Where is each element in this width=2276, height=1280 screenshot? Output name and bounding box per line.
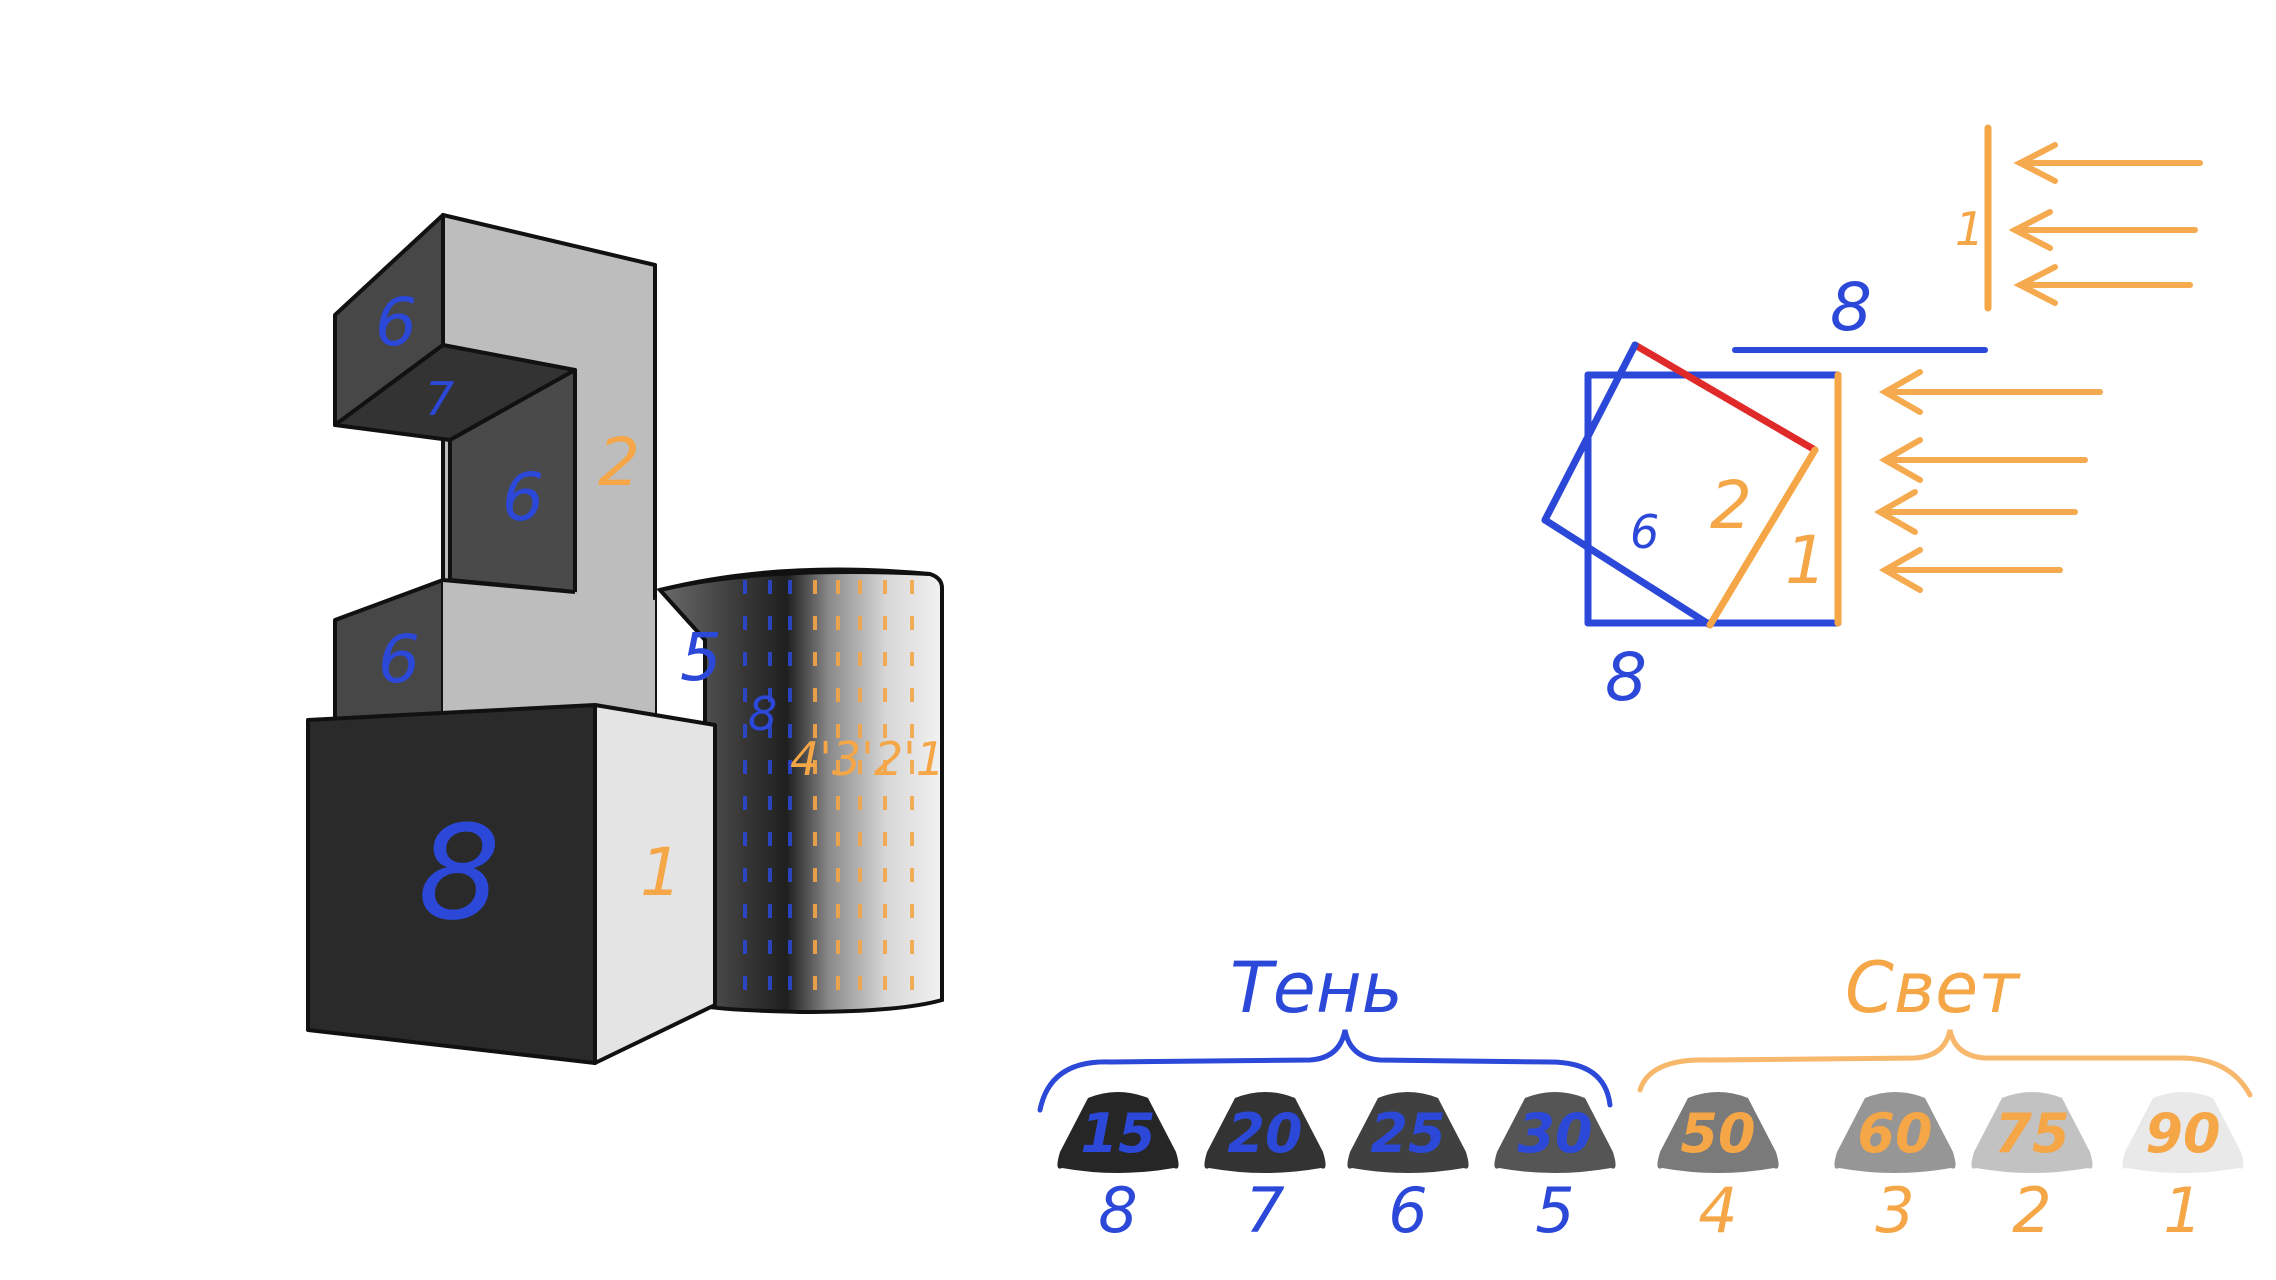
tone-swatch-value: 30 [1517,1102,1592,1165]
shadow-title: Тень [1230,947,1403,1029]
light-arrows-lower [1873,369,2103,593]
tone-swatch-value: 90 [2145,1102,2220,1165]
tone-swatch-value: 60 [1857,1102,1932,1165]
light-arrows-upper [2008,142,2203,306]
tone-swatch-index: 2 [2012,1174,2051,1247]
shadow-brace [1037,1029,1613,1113]
tone-swatch-shape [1494,1092,1616,1173]
hook-label-lower-left: 6 [378,621,420,698]
plan-top-label: 8 [1830,269,1872,346]
tone-swatch-value: 15 [1080,1102,1155,1165]
object-scene: 5 8 4'3'2'1 6 7 6 2 6 [306,213,945,1065]
tone-swatch: 158 [1057,1092,1179,1247]
plan-square [1584,371,1842,627]
tone-swatch-index: 1 [2163,1174,2202,1247]
hook-shape: 6 7 6 2 6 [333,213,657,722]
cylinder: 5 8 4'3'2'1 [656,567,945,1015]
plan-rot-label-right: 2 [1710,467,1752,544]
tone-swatch-index: 8 [1098,1174,1137,1247]
tone-swatch-index: 3 [1875,1174,1914,1247]
plan-side-label: 1 [1785,522,1827,599]
light-title: Свет [1845,947,2021,1029]
cylinder-label-bands: 4'3'2'1 [790,732,945,786]
tone-swatch-value: 25 [1370,1102,1445,1165]
tone-swatch-shape [1347,1092,1469,1173]
tone-swatch: 901 [2122,1092,2244,1247]
tone-swatch-index: 4 [1698,1174,1737,1247]
tone-swatch: 504 [1657,1092,1779,1247]
hook-label-top-left: 6 [375,284,417,361]
cylinder-label-mid: 8 [748,687,777,741]
tone-swatch: 256 [1347,1092,1469,1247]
hook-label-top-inner: 7 [425,372,454,426]
plan-rotated-square [1541,341,1819,629]
light-brace [1637,1029,2253,1098]
cube-label-front: 8 [418,797,501,949]
tone-swatch-shape [1834,1092,1956,1173]
plan-rot-label-left: 6 [1630,505,1659,559]
tone-swatch-shape [1971,1092,2093,1173]
hook-label-inner: 6 [502,459,544,536]
cylinder-label-left: 5 [680,619,722,696]
tone-swatch: 752 [1971,1092,2093,1247]
plan-bottom-label: 8 [1605,639,1647,716]
cube-label-side: 1 [640,834,682,911]
tone-swatch-shape [2122,1092,2244,1173]
tone-swatch-shape [1057,1092,1179,1173]
tone-swatch: 207 [1204,1092,1326,1247]
plan-view: 1 8 8 6 2 [1541,124,2203,716]
tone-swatch: 305 [1494,1092,1616,1247]
tone-swatch-shape [1657,1092,1779,1173]
light-source-label: 1 [1955,202,1984,256]
tone-swatch-value: 20 [1227,1102,1302,1165]
cube: 8 1 [306,703,717,1065]
hook-label-right: 2 [598,424,640,501]
tone-swatch-index: 5 [1535,1174,1574,1247]
tone-swatch-index: 6 [1388,1174,1427,1247]
tone-swatch-index: 7 [1245,1174,1284,1247]
tone-swatch-value: 75 [1994,1102,2069,1165]
tone-swatch-shape [1204,1092,1326,1173]
tone-swatch: 603 [1834,1092,1956,1247]
tone-swatch-value: 50 [1680,1102,1755,1165]
